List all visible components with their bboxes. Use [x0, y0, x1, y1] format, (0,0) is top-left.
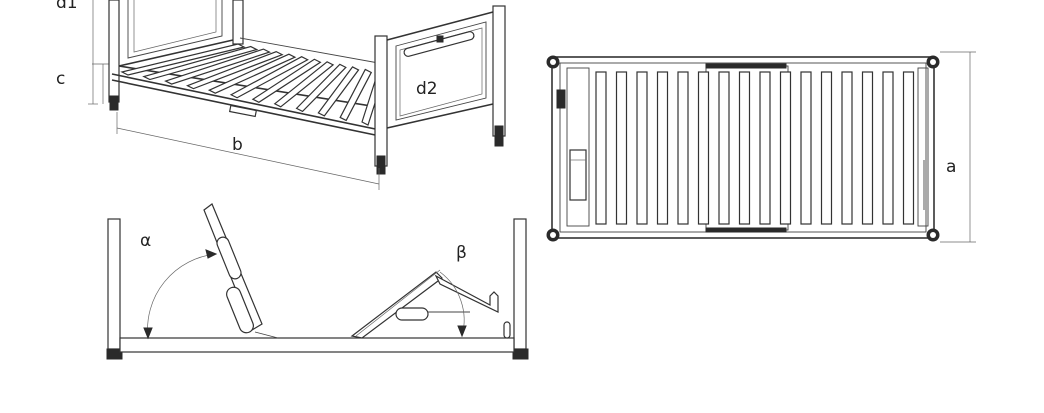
angle-beta: β — [355, 243, 467, 338]
topview-slat — [595, 71, 607, 225]
perspective-slat — [164, 48, 272, 85]
perspective-slat — [185, 50, 284, 90]
topview-slat — [718, 71, 730, 225]
angle-alpha: α — [140, 231, 218, 340]
footboard: d2 — [374, 5, 506, 175]
topview-slat — [656, 71, 669, 225]
topview-slat — [800, 71, 812, 225]
perspective-slat — [273, 61, 335, 108]
label-alpha: α — [140, 231, 151, 251]
label-b: b — [232, 135, 243, 155]
topview-slat — [636, 71, 648, 225]
dimension-b: b — [116, 112, 380, 190]
perspective-slat — [207, 53, 297, 94]
topview-slat — [882, 71, 894, 225]
perspective-slat — [339, 68, 373, 122]
topview-slat — [697, 71, 710, 225]
topview-slat — [779, 71, 792, 225]
dimension-d1: d1 — [56, 0, 98, 105]
topview-slat — [677, 71, 689, 225]
topview-slats — [595, 71, 915, 225]
perspective-slat — [142, 45, 259, 81]
topview-slat — [820, 71, 833, 225]
label-d1: d1 — [56, 0, 78, 13]
side-view: α β — [106, 203, 529, 360]
backrest-section — [203, 203, 279, 339]
topview-slat — [759, 71, 771, 225]
label-c: c — [56, 69, 65, 89]
label-d2: d2 — [416, 79, 438, 99]
legrest-section — [350, 271, 511, 339]
topview-slat — [615, 71, 628, 225]
perspective-view: d1 c — [56, 0, 506, 190]
dimension-a: a — [940, 51, 976, 243]
label-beta: β — [456, 243, 467, 263]
perspective-slat — [295, 63, 347, 113]
perspective-slats — [120, 43, 385, 126]
perspective-slat — [317, 66, 360, 117]
top-view: a — [546, 51, 976, 243]
perspective-slat — [251, 58, 322, 103]
topview-slat — [738, 71, 751, 225]
headboard — [108, 0, 244, 111]
topview-slat — [861, 71, 874, 225]
perspective-slat — [229, 56, 309, 99]
label-a: a — [946, 157, 956, 177]
topview-slat — [902, 71, 915, 225]
dimension-c: c — [56, 63, 112, 104]
topview-slat — [841, 71, 853, 225]
perspective-slat — [120, 43, 246, 76]
